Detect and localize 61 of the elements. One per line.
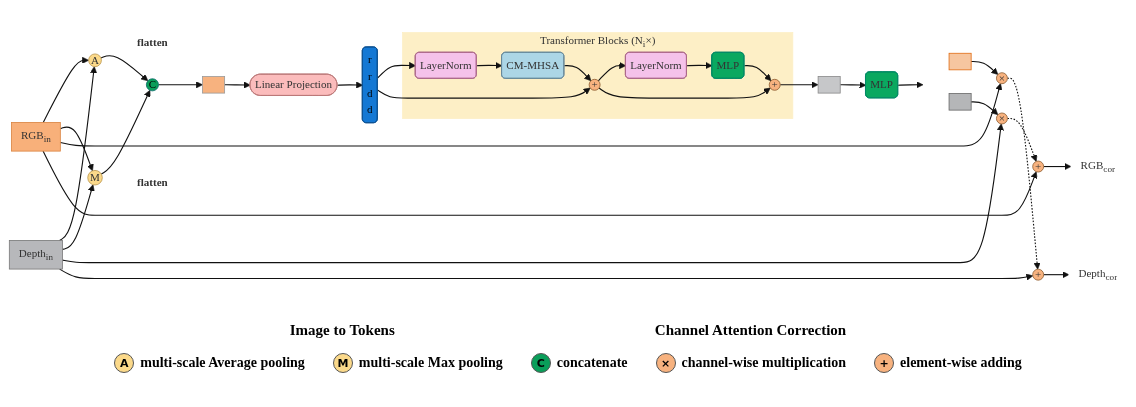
arrow: [61, 184, 95, 250]
node-text: RGB$_{cor}$: [1080, 159, 1116, 175]
arrow: [377, 87, 591, 99]
arrow: [100, 55, 149, 82]
arrow: [59, 83, 1003, 147]
node-circle: +: [1032, 160, 1045, 173]
node-circle: A: [88, 53, 102, 68]
arrow: [1043, 271, 1070, 279]
node-box: RGB$_{in}$: [11, 122, 61, 152]
node-bar: [817, 76, 841, 94]
arrow: [970, 101, 999, 116]
arrow: [61, 123, 1004, 264]
node-label: flatten: [137, 36, 168, 48]
legend-symbol: +: [874, 353, 895, 373]
node-bar: [948, 52, 972, 71]
legend-symbol: M: [332, 353, 353, 373]
node-bar: [202, 76, 226, 94]
node-circle: C: [145, 78, 159, 92]
section-label: Channel Attention Correction: [654, 322, 847, 339]
arrow: [779, 81, 819, 89]
arrow: [686, 62, 713, 69]
arrow: [224, 81, 251, 89]
arrow: [157, 81, 203, 89]
arrow: [743, 65, 772, 82]
arrow: [1043, 163, 1072, 170]
legend-text: channel-wise multiplication: [681, 355, 847, 371]
node-circle: +: [588, 78, 601, 91]
arrow: [377, 62, 416, 79]
arrow: [42, 56, 89, 123]
arrow: [839, 81, 867, 89]
legend-symbol: C: [530, 353, 551, 373]
section-label: Image to Tokens: [289, 322, 395, 339]
arrow: [563, 65, 592, 82]
arrow: [970, 61, 999, 75]
node-circle: ×: [996, 72, 1008, 85]
arrow: [598, 87, 771, 99]
arrow: [42, 150, 1038, 216]
legend-text: element-wise adding: [900, 355, 1022, 371]
legend-symbol: A: [114, 353, 135, 373]
node-box: Depth$_{in}$: [8, 240, 63, 270]
node-circle: +: [768, 78, 781, 91]
node-circle: +: [1032, 268, 1045, 281]
arrow: [336, 81, 363, 89]
arrow: [59, 268, 1034, 281]
arrow: [59, 126, 94, 172]
legend-symbol: ×: [655, 353, 676, 373]
arrow: [897, 81, 924, 89]
node-text: Depth$_{cor}$: [1078, 267, 1118, 283]
arrow: [59, 66, 97, 241]
arrow: [597, 62, 627, 82]
arrow: [476, 62, 503, 69]
legend-text: multi-scale Max pooling: [358, 355, 503, 371]
node-bar: [948, 93, 972, 111]
arrow: [1006, 117, 1038, 162]
node-circle: ×: [996, 112, 1008, 125]
arrow: [1006, 77, 1041, 270]
legend-text: concatenate: [556, 355, 628, 371]
arrow: [100, 90, 151, 175]
node-circle: M: [87, 170, 103, 186]
legend-text: multi-scale Average pooling: [140, 355, 305, 371]
node-label: flatten: [137, 176, 168, 189]
